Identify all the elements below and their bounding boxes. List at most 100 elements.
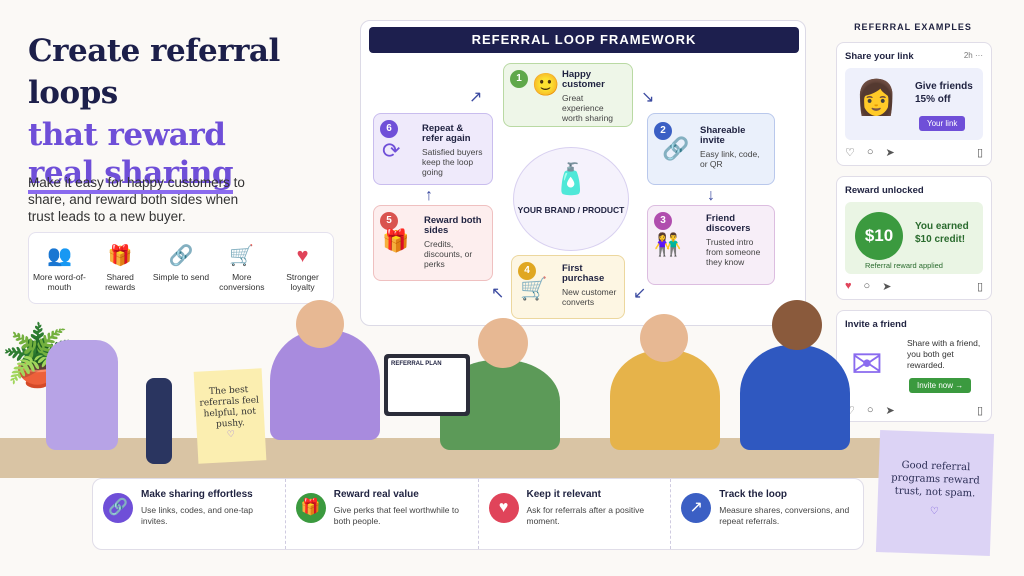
bookmark-icon[interactable]: ▯ <box>976 281 983 293</box>
more-icon[interactable]: ··· <box>975 51 983 60</box>
tip-title: Reward real value <box>333 489 419 500</box>
step-title: Happy customer <box>562 69 605 90</box>
card-time: 2h ··· <box>963 51 983 60</box>
laptop-screen: REFERRAL PLAN <box>388 358 466 412</box>
benefit-label: More conversions <box>219 272 265 292</box>
step-desc: Easy link, code, or QR <box>700 149 760 169</box>
applied-text: Referral reward applied <box>865 261 943 270</box>
examples-title: REFERRAL EXAMPLES <box>854 22 972 32</box>
like-icon[interactable]: ♥ <box>845 280 852 292</box>
arrow-icon: ↙ <box>633 285 647 302</box>
tip-title: Keep it relevant <box>526 489 601 500</box>
arrow-icon: ↑ <box>425 187 433 204</box>
step-desc: Satisfied buyers keep the loop going <box>422 147 483 177</box>
step-friend-discovers: 3 👫 Friend discovers Trusted intro from … <box>647 205 775 285</box>
comment-icon[interactable]: ○ <box>866 404 874 416</box>
benefit-label: Shared rewards <box>105 272 136 292</box>
card-title: Share your link <box>845 51 914 62</box>
step-number: 1 <box>510 70 528 88</box>
bookmark-icon[interactable]: ▯ <box>976 147 983 159</box>
benefit-label: More word-of-mouth <box>32 272 86 292</box>
invite-now-button[interactable]: Invite now → <box>909 378 972 393</box>
friends-icon: 👫 <box>654 232 682 257</box>
link-icon: 🔗 <box>168 245 194 267</box>
share-icon[interactable]: ➤ <box>882 281 892 293</box>
link-qr-icon: 🔗 <box>662 136 690 161</box>
refresh-heart-icon: ⟳ <box>382 138 401 163</box>
person-head <box>772 300 822 350</box>
step-title: Repeat & refer again <box>422 123 471 144</box>
benefit-label: Stronger loyalty <box>286 272 319 292</box>
sticky-note-left: The best referrals feel helpful, not pus… <box>193 368 267 464</box>
card-title: Invite a friend <box>845 319 907 330</box>
note-text: The best referrals feel helpful, not pus… <box>199 385 260 430</box>
laptop: REFERRAL PLAN <box>384 354 470 416</box>
avatar: 👩 <box>855 79 898 117</box>
note-text: Good referral programs reward trust, not… <box>891 459 980 500</box>
share-icon[interactable]: ➤ <box>885 405 895 417</box>
benefit-simple-to-send: 🔗 Simple to send <box>152 243 210 282</box>
step-title: First purchase <box>562 263 605 284</box>
headline: Create referral loops that reward real s… <box>28 30 358 199</box>
tip-title: Track the loop <box>719 489 788 500</box>
tip-track-loop: ↗ Track the loop Measure shares, convers… <box>670 479 863 549</box>
headline-line-2: that reward <box>28 117 226 153</box>
share-link-card: Share your link 2h ··· 👩 Give friends 15… <box>836 42 992 166</box>
arrow-icon: ↗ <box>469 89 483 106</box>
sticky-note-right: Good referral programs reward trust, not… <box>875 430 995 556</box>
your-link-button[interactable]: Your link <box>919 116 966 131</box>
brand-product-center: 🧴 YOUR BRAND / PRODUCT <box>513 147 629 251</box>
step-desc: Great experience worth sharing <box>562 93 614 123</box>
chart-up-icon: ↗ <box>681 493 712 523</box>
step-title: Reward both sides <box>424 215 482 236</box>
gift-coin-icon: 🎁 <box>382 228 410 253</box>
benefit-more-conversions: 🛒 More conversions <box>213 243 271 292</box>
step-reward-both-sides: 5 🎁 Reward both sides Credits, discounts… <box>373 205 493 281</box>
framework-title: REFERRAL LOOP FRAMEWORK <box>369 27 799 53</box>
step-number: 6 <box>380 120 398 138</box>
tip-desc: Ask for referrals after a positive momen… <box>526 505 645 526</box>
headline-line-1: Create referral loops <box>28 33 280 111</box>
arrow-icon: ↖ <box>491 285 505 302</box>
gift-icon: 🎁 <box>295 493 326 523</box>
cart-check-icon: 🛒 <box>520 276 548 301</box>
heart-icon: ♥ <box>296 245 309 267</box>
card-actions: ♥ ○ ➤ ▯ <box>845 280 983 293</box>
product-icon: 🧴 <box>552 163 590 196</box>
person-head <box>478 318 528 368</box>
comment-icon[interactable]: ○ <box>866 146 874 158</box>
step-first-purchase: 4 🛒 First purchase New customer converts <box>511 255 625 319</box>
card-actions: ♡ ○ ➤ ▯ <box>845 146 983 159</box>
earned-text: You earned $10 credit! <box>915 221 969 245</box>
step-happy-customer: 1 🙂 Happy customer Great experience wort… <box>503 63 633 127</box>
person-pointing <box>270 330 380 440</box>
step-desc: Credits, discounts, or perks <box>424 239 473 269</box>
comment-icon[interactable]: ○ <box>863 280 871 292</box>
like-icon[interactable]: ♡ <box>845 147 855 159</box>
bookmark-icon[interactable]: ▯ <box>976 405 983 417</box>
heart-icon: ♡ <box>226 429 236 441</box>
arrow-icon: ↘ <box>641 89 655 106</box>
invite-friend-card: Invite a friend ✉ Share with a friend, y… <box>836 310 992 422</box>
card-title: Reward unlocked <box>845 185 924 196</box>
share-icon[interactable]: ➤ <box>885 147 895 159</box>
tips-strip: 🔗 Make sharing effortless Use links, cod… <box>92 478 864 550</box>
benefit-stronger-loyalty: ♥ Stronger loyalty <box>274 243 332 292</box>
invite-preview: ✉ Share with a friend, you both get rewa… <box>845 336 983 398</box>
tip-reward-real-value: 🎁 Reward real value Give perks that feel… <box>284 479 478 549</box>
benefit-label: Simple to send <box>152 272 210 282</box>
envelope-icon: ✉ <box>851 344 883 386</box>
tip-keep-relevant: ♥ Keep it relevant Ask for referrals aft… <box>477 479 671 549</box>
step-shareable-invite: 2 🔗 Shareable invite Easy link, code, or… <box>647 113 775 185</box>
offer-text: Give friends 15% off <box>915 81 973 105</box>
invite-text: Share with a friend, you both get reward… <box>907 338 981 370</box>
intro-text: Make it easy for happy customers to shar… <box>28 175 245 224</box>
person-head <box>640 314 688 362</box>
tip-desc: Measure shares, conversions, and repeat … <box>719 505 850 526</box>
referral-loop-framework: REFERRAL LOOP FRAMEWORK 1 🙂 Happy custom… <box>360 20 806 326</box>
benefit-word-of-mouth: 👥 More word-of-mouth <box>30 243 88 292</box>
water-bottle <box>146 378 172 464</box>
benefits-strip: 👥 More word-of-mouth 🎁 Shared rewards 🔗 … <box>28 232 334 304</box>
backpack <box>46 340 118 450</box>
tip-sharing-effortless: 🔗 Make sharing effortless Use links, cod… <box>93 479 285 549</box>
